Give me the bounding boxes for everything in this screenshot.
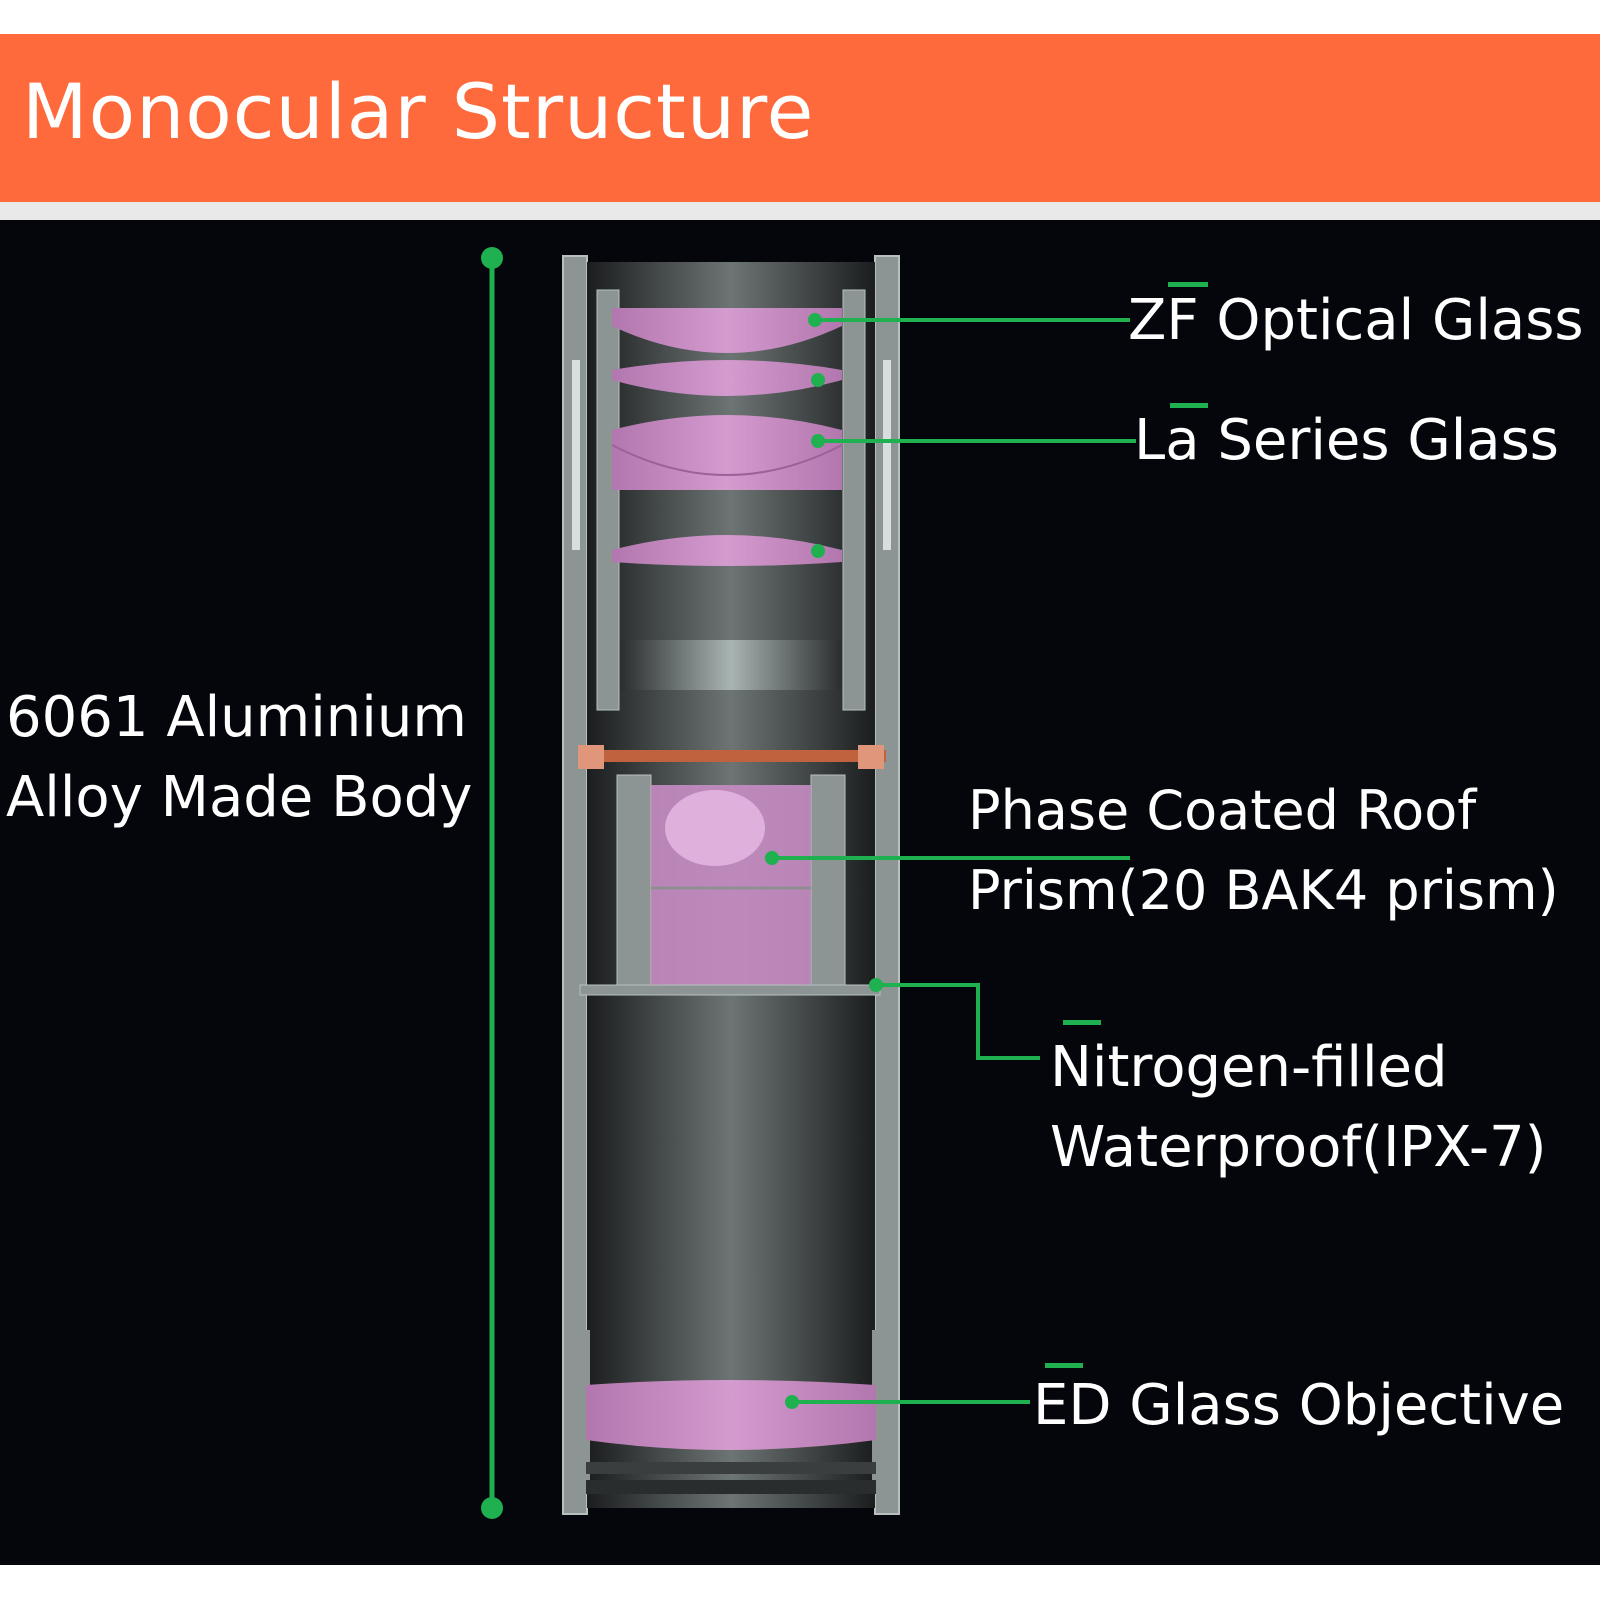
seal-ring xyxy=(580,750,886,762)
label-la-series-glass: La Series Glass xyxy=(1134,408,1559,473)
ed-objective-lens xyxy=(586,1380,876,1450)
label-nitrogen-line2: Waterproof(IPX-7) xyxy=(1050,1115,1547,1180)
label-prism-line2: Prism(20 BAK4 prism) xyxy=(968,859,1559,922)
dot-zf xyxy=(808,313,822,327)
label-body-line2: Alloy Made Body xyxy=(6,765,473,830)
dot-zf-2 xyxy=(811,373,825,387)
la-lens-2 xyxy=(612,535,842,566)
label-zf-optical-glass: ZF Optical Glass xyxy=(1128,288,1584,353)
zf-lens-1 xyxy=(612,308,842,353)
zf-lens-2 xyxy=(612,360,842,396)
label-ed-glass-objective: ED Glass Objective xyxy=(1033,1373,1565,1438)
label-body-line1: 6061 Aluminium xyxy=(6,685,467,750)
body-length-bottom-dot xyxy=(481,1497,503,1519)
dot-ed xyxy=(785,1395,799,1409)
dot-nitrogen xyxy=(869,978,883,992)
divider-strip xyxy=(0,202,1600,220)
dot-la-2 xyxy=(811,544,825,558)
leader-nitrogen xyxy=(875,983,1040,1060)
title-banner xyxy=(0,34,1600,202)
la-lens-1 xyxy=(612,415,842,490)
label-nitrogen-line1: Nitrogen-filled xyxy=(1050,1035,1448,1100)
page-title: Monocular Structure xyxy=(22,67,815,156)
label-prism-line1: Phase Coated Roof xyxy=(968,779,1477,842)
dot-la xyxy=(811,434,825,448)
dot-prism xyxy=(765,851,779,865)
body-length-top-dot xyxy=(481,247,503,269)
